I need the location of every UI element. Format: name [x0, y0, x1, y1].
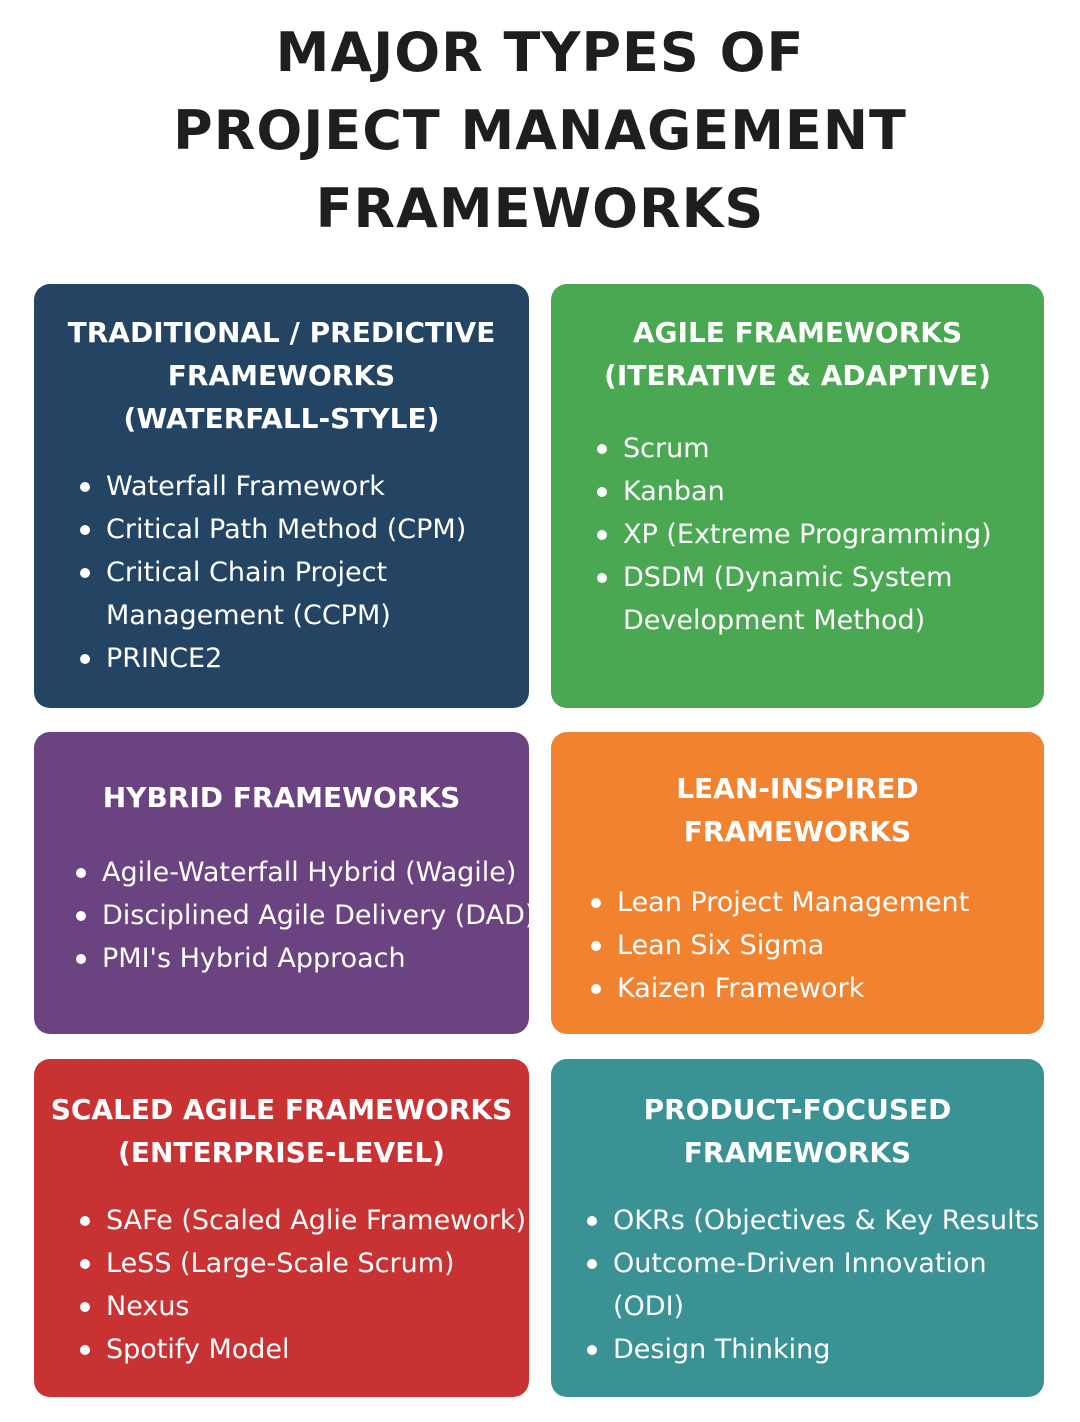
- heading-line: FRAMEWORKS: [683, 1136, 912, 1169]
- list-item: Scrum: [593, 427, 1044, 470]
- list-item: Design Thinking: [583, 1328, 1044, 1371]
- list-item: Kanban: [593, 470, 1044, 513]
- card-product-focused: PRODUCT-FOCUSED FRAMEWORKS OKRs (Objecti…: [551, 1059, 1044, 1397]
- card-heading: HYBRID FRAMEWORKS: [34, 776, 529, 819]
- list-item: PRINCE2: [76, 637, 529, 680]
- list-item: LeSS (Large-Scale Scrum): [76, 1242, 529, 1285]
- card-agile: AGILE FRAMEWORKS (ITERATIVE & ADAPTIVE) …: [551, 284, 1044, 708]
- list-item: SAFe (Scaled Aglie Framework): [76, 1199, 529, 1242]
- list-item: Spotify Model: [76, 1328, 529, 1371]
- card-heading: TRADITIONAL / PREDICTIVE FRAMEWORKS (WAT…: [34, 311, 529, 440]
- heading-line: (ENTERPRISE-LEVEL): [118, 1136, 445, 1169]
- list-item: Outcome-Driven Innovation: [583, 1242, 1044, 1285]
- heading-line: SCALED AGILE FRAMEWORKS: [50, 1093, 513, 1126]
- list-item-continuation: (ODI): [613, 1291, 685, 1322]
- heading-line: TRADITIONAL / PREDICTIVE: [67, 316, 496, 349]
- list-item: OKRs (Objectives & Key Results: [583, 1199, 1044, 1242]
- card-traditional: TRADITIONAL / PREDICTIVE FRAMEWORKS (WAT…: [34, 284, 529, 708]
- list-item: Nexus: [76, 1285, 529, 1328]
- list-item: Critical Chain Project: [76, 551, 529, 594]
- list-item-continuation: Management (CCPM): [106, 600, 391, 631]
- heading-line: LEAN-INSPIRED: [676, 772, 919, 805]
- list-item: Disciplined Agile Delivery (DAD): [72, 894, 529, 937]
- framework-list: Agile-Waterfall Hybrid (Wagile) Discipli…: [72, 851, 529, 980]
- card-heading: PRODUCT-FOCUSED FRAMEWORKS: [551, 1088, 1044, 1174]
- heading-line: (ITERATIVE & ADAPTIVE): [604, 359, 991, 392]
- card-heading: SCALED AGILE FRAMEWORKS (ENTERPRISE-LEVE…: [34, 1088, 529, 1174]
- list-item: Kaizen Framework: [587, 967, 1044, 1010]
- card-heading: AGILE FRAMEWORKS (ITERATIVE & ADAPTIVE): [551, 311, 1044, 397]
- framework-list: SAFe (Scaled Aglie Framework) LeSS (Larg…: [76, 1199, 529, 1371]
- title-line-1: MAJOR TYPES OF: [275, 21, 805, 84]
- list-item: Critical Path Method (CPM): [76, 508, 529, 551]
- list-item: Waterfall Framework: [76, 465, 529, 508]
- list-item: DSDM (Dynamic System: [593, 556, 1044, 599]
- list-item: XP (Extreme Programming): [593, 513, 1044, 556]
- heading-line: (WATERFALL-STYLE): [123, 402, 440, 435]
- framework-list: OKRs (Objectives & Key Results Outcome-D…: [583, 1199, 1044, 1371]
- list-item: Lean Six Sigma: [587, 924, 1044, 967]
- page-title: MAJOR TYPES OF PROJECT MANAGEMENT FRAMEW…: [0, 14, 1080, 248]
- heading-line: FRAMEWORKS: [167, 359, 396, 392]
- card-heading: LEAN-INSPIRED FRAMEWORKS: [551, 767, 1044, 853]
- heading-line: HYBRID FRAMEWORKS: [102, 781, 461, 814]
- framework-list: Waterfall Framework Critical Path Method…: [76, 465, 529, 680]
- list-item-continuation: Development Method): [623, 605, 926, 636]
- card-hybrid: HYBRID FRAMEWORKS Agile-Waterfall Hybrid…: [34, 732, 529, 1034]
- heading-line: PRODUCT-FOCUSED: [643, 1093, 952, 1126]
- card-lean: LEAN-INSPIRED FRAMEWORKS Lean Project Ma…: [551, 732, 1044, 1034]
- framework-list: Scrum Kanban XP (Extreme Programming) DS…: [593, 427, 1044, 642]
- heading-line: AGILE FRAMEWORKS: [632, 316, 963, 349]
- title-line-3: FRAMEWORKS: [315, 177, 765, 240]
- card-scaled-agile: SCALED AGILE FRAMEWORKS (ENTERPRISE-LEVE…: [34, 1059, 529, 1397]
- title-line-2: PROJECT MANAGEMENT: [173, 99, 907, 162]
- framework-list: Lean Project Management Lean Six Sigma K…: [587, 881, 1044, 1010]
- list-item: Agile-Waterfall Hybrid (Wagile): [72, 851, 529, 894]
- heading-line: FRAMEWORKS: [683, 815, 912, 848]
- list-item: PMI's Hybrid Approach: [72, 937, 529, 980]
- list-item: Lean Project Management: [587, 881, 1044, 924]
